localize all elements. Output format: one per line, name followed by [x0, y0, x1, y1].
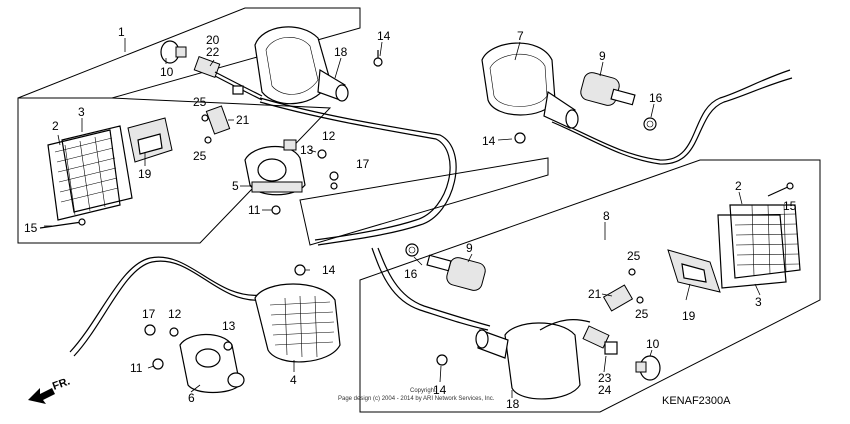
label-17-a: 17: [356, 157, 370, 171]
label-20: 20: [206, 33, 220, 47]
mount-bracket-5: [244, 145, 306, 196]
label-12-a: 12: [322, 129, 336, 143]
label-19-right: 19: [682, 309, 696, 323]
bolt-14-right: [514, 132, 526, 144]
label-17-b: 17: [142, 307, 156, 321]
bolt-14-lower-left: [294, 264, 306, 276]
bolt-14-top: [373, 50, 383, 67]
label-2-left: 2: [52, 119, 59, 133]
wire-harness-right-2: [551, 77, 793, 165]
label-23: 23: [598, 371, 612, 385]
wire-harness-upper-2: [259, 101, 451, 241]
screw-15-left: [39, 218, 86, 229]
nut-11-lower: [152, 358, 164, 370]
label-25-d: 25: [635, 307, 649, 321]
label-9-top: 9: [599, 49, 606, 63]
label-25-a: 25: [193, 95, 207, 109]
clip-21-25-right: [602, 268, 644, 312]
label-16-b: 16: [404, 267, 418, 281]
label-5: 5: [232, 179, 239, 193]
wire-harness-lower-left-2: [73, 260, 263, 357]
bulb-10-right: [635, 355, 661, 381]
rear-left-lamp-4: [254, 283, 341, 363]
label-19-left: 19: [138, 167, 152, 181]
rear-right-gasket: [717, 214, 787, 289]
wire-harness-upper: [259, 97, 457, 246]
label-3-right: 3: [755, 295, 762, 309]
label-25-c: 25: [627, 249, 641, 263]
label-3-left: 3: [78, 105, 85, 119]
nut-16-mid: [405, 243, 419, 257]
label-1: 1: [118, 25, 125, 39]
label-13-b: 13: [222, 319, 236, 333]
clip-21-25-left: [201, 105, 231, 144]
label-15-right: 15: [783, 199, 797, 213]
relay-9-top: [580, 72, 636, 106]
wire-harness-lower-left: [69, 256, 263, 353]
nut-16-top: [643, 117, 657, 131]
front-right-housing-7: [481, 42, 579, 129]
label-7: 7: [517, 29, 524, 43]
copyright-line-1: Copyright: [410, 388, 436, 394]
bolt-17-top: [329, 171, 339, 190]
mount-bracket-6: [179, 333, 245, 394]
label-16-a: 16: [649, 91, 663, 105]
relay-9-mid: [426, 254, 486, 291]
socket-23-24: [539, 319, 618, 355]
label-10-right: 10: [646, 337, 660, 351]
label-11-a: 11: [248, 203, 261, 217]
leader-lines: [44, 38, 761, 398]
group-box-8: [359, 159, 821, 413]
label-11-b: 11: [130, 361, 143, 375]
label-25-b: 25: [193, 149, 207, 163]
label-22: 22: [206, 45, 220, 59]
wire-harness-right: [549, 69, 791, 161]
label-9-mid: 9: [466, 241, 473, 255]
part-number-labels: 1 2 3 15 19 10 20 22 25 21 25 18 14 12 1…: [24, 25, 797, 411]
label-13-a: 13: [300, 143, 314, 157]
label-8: 8: [603, 209, 610, 223]
label-21-b: 21: [588, 287, 602, 301]
right-bracket-19: [667, 249, 721, 293]
label-24: 24: [598, 383, 612, 397]
label-12-b: 12: [168, 307, 182, 321]
label-4: 4: [290, 373, 297, 387]
label-14-a: 14: [377, 29, 391, 43]
label-2-right: 2: [735, 179, 742, 193]
front-direction-label: FR.: [51, 375, 72, 392]
label-15-left: 15: [24, 221, 38, 235]
label-21-a: 21: [236, 113, 250, 127]
nut-11-top: [271, 205, 281, 215]
label-18-top: 18: [334, 45, 348, 59]
bolt-17-12-lower: [144, 324, 233, 351]
screw-15-right: [767, 182, 794, 197]
label-18-bottom: 18: [506, 397, 520, 411]
label-10-left: 10: [160, 65, 174, 79]
wire-harness-lower-mid: [371, 247, 489, 331]
front-left-gasket: [61, 125, 133, 213]
front-right-housing-18: [254, 26, 349, 105]
bolt-14-lower: [436, 354, 448, 366]
bulb-10-left: [160, 40, 187, 64]
label-14-d: 14: [433, 383, 447, 397]
copyright-line-2: Page design (c) 2004 - 2014 by ARI Netwo…: [338, 396, 495, 402]
front-left-lens: [47, 129, 121, 221]
left-bracket-19: [127, 117, 173, 163]
socket-20-22: [193, 56, 263, 101]
label-14-c: 14: [322, 263, 336, 277]
bolt-12-13-top: [283, 139, 327, 159]
label-14-b: 14: [482, 134, 496, 148]
label-6: 6: [188, 391, 195, 405]
diagram-code: KENAF2300A: [662, 395, 731, 407]
group-box-wiring: [299, 157, 549, 246]
rear-right-lens: [729, 204, 801, 279]
rear-right-housing-18: [475, 322, 581, 400]
wire-harness-lower-mid-2: [377, 247, 491, 327]
front-direction-arrow: FR.: [28, 375, 72, 404]
